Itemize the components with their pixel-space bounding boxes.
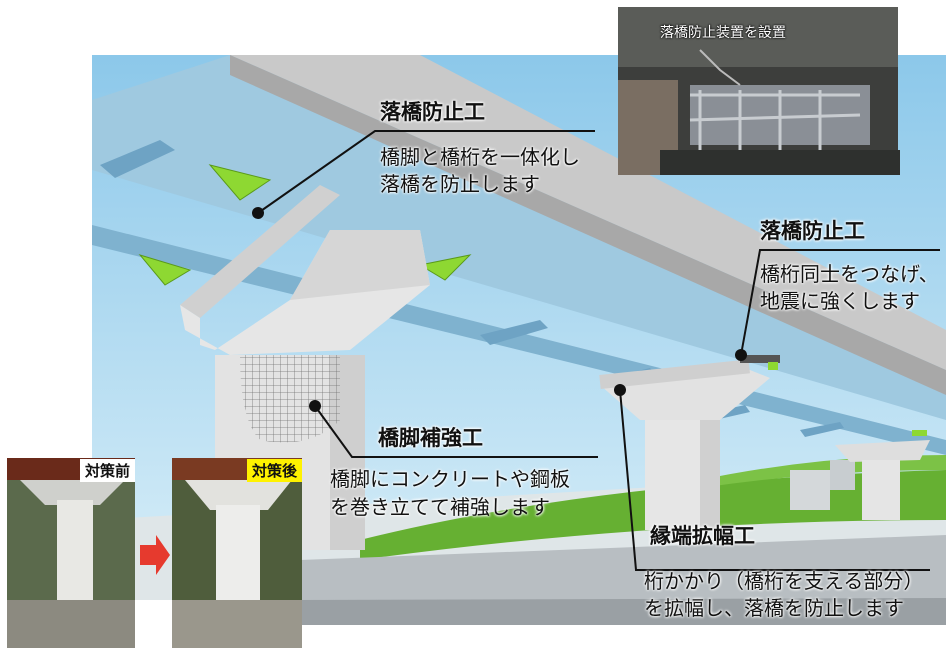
pier3-column: [862, 460, 900, 520]
pier-cap-top: [180, 185, 340, 318]
after-badge: 対策後: [247, 459, 303, 482]
callout-dot-b: [735, 349, 747, 361]
callout-dot-d: [614, 384, 626, 396]
bracket: [208, 164, 272, 201]
connector: [740, 355, 780, 363]
fall-prevention-title-a: 落橋防止工: [380, 100, 485, 124]
fall-prevention-desc-b1: 橋桁同士をつなげ、: [760, 262, 939, 286]
callout-dot-c: [309, 400, 321, 412]
cross-beam: [100, 140, 175, 178]
pier-reinforcement-title: 橋脚補強工: [378, 426, 483, 450]
pier-cap-shade: [290, 230, 430, 300]
pier-reinforcement-desc2: を巻き立てて補強します: [330, 495, 550, 519]
callout-lines: [257, 130, 940, 571]
seat-widening-desc2: を拡幅し、落橋を防止します: [644, 596, 904, 620]
before-after-arrow-icon: [140, 535, 170, 575]
before-badge: 対策前: [80, 459, 136, 482]
pier2-cap-top: [599, 359, 750, 389]
cross-beam: [480, 320, 548, 345]
pier2-column-side: [700, 420, 720, 530]
cross-beam: [800, 422, 844, 437]
road-edge: [300, 598, 946, 625]
pier2-column: [645, 420, 710, 530]
photo-after: [172, 458, 302, 648]
connector: [912, 430, 927, 436]
fall-prevention-title-b: 落橋防止工: [760, 219, 865, 243]
bracket: [138, 254, 192, 286]
photo-caption: 落橋防止装置を設置: [660, 25, 786, 41]
callout-line-c: [314, 405, 598, 458]
callout-line-a: [257, 130, 595, 214]
seat-widening-title: 縁端拡幅工: [650, 524, 755, 548]
steel-mesh: [240, 355, 340, 443]
building: [790, 470, 830, 510]
callout-line-b: [740, 249, 940, 356]
fall-prevention-desc-b2: 地震に強くします: [760, 289, 920, 313]
photo-before: [7, 458, 135, 648]
callout-dot-a: [252, 207, 264, 219]
callout-line-d: [619, 389, 930, 571]
fall-prevention-desc-a2: 落橋を防止します: [380, 172, 540, 196]
pier3-cap: [835, 440, 930, 462]
connector-bracket: [768, 362, 778, 370]
pier-reinforcement-desc1: 橋脚にコンクリートや鋼板: [330, 467, 570, 491]
building: [830, 460, 855, 490]
bracket: [418, 254, 472, 281]
fall-prevention-desc-a1: 橋脚と橋桁を一体化し: [380, 145, 580, 169]
main-girder: [92, 55, 946, 420]
deck-slab-face: [230, 55, 946, 395]
seat-widening-desc1: 桁かかり（橋桁を支える部分）: [644, 569, 924, 593]
photo-fall-prevention-device: [618, 7, 900, 175]
